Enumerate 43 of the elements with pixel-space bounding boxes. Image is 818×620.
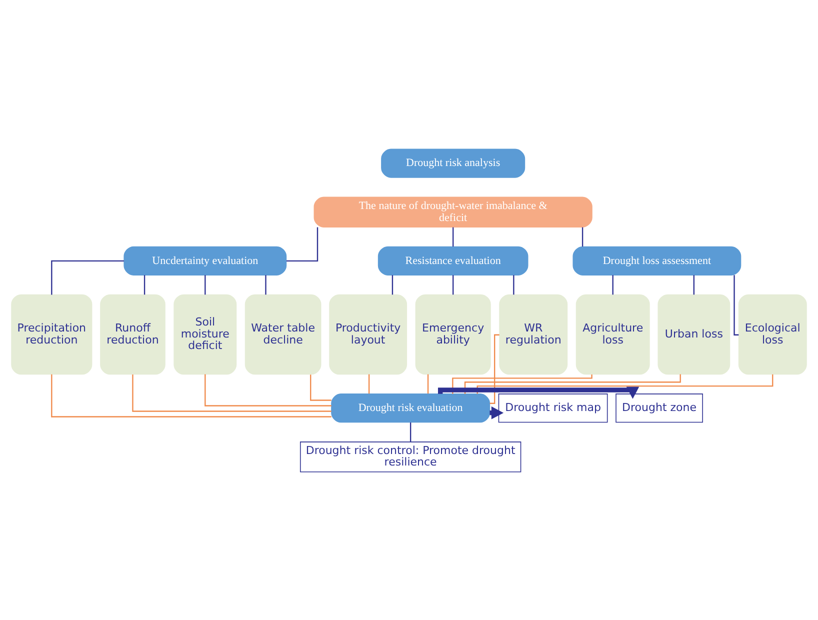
node-box: Soil moisture deficit: [174, 294, 237, 374]
node-box: Precipitation reduction: [11, 294, 92, 374]
connector: [734, 274, 739, 335]
connector: [452, 226, 454, 246]
connector: [310, 374, 332, 400]
connector: [204, 274, 206, 294]
connector: [51, 260, 124, 294]
connector: [452, 274, 454, 294]
connector: [368, 374, 370, 394]
node-box: Drought risk analysis: [381, 148, 526, 178]
connector: [464, 374, 681, 394]
node-box: Drought risk evaluation: [331, 393, 490, 422]
connector: [427, 374, 429, 394]
node-box: Emergency ability: [415, 294, 491, 374]
node-box: Drought risk map: [498, 393, 608, 422]
node-box: Drought loss assessment: [572, 246, 742, 275]
connector: [392, 274, 394, 294]
connector: [452, 374, 592, 394]
node-box: Uncdertainty evaluation: [124, 246, 287, 275]
connector: [612, 274, 614, 294]
node-box: Resistance evaluation: [378, 246, 528, 275]
connector: [132, 374, 332, 412]
connector: [204, 374, 332, 406]
node-box: Drought risk control: Promote drought resilience: [300, 441, 522, 472]
connector: [693, 274, 695, 294]
node-box: The nature of drought-water imabalance & deficit: [314, 196, 592, 227]
node-box: Drought zone: [616, 393, 703, 422]
connector: [51, 374, 332, 417]
node-box: Water table decline: [244, 294, 322, 374]
node-box: Ecological loss: [738, 294, 807, 374]
connector: [410, 422, 412, 442]
connector: [144, 274, 146, 294]
connector: [490, 334, 500, 404]
node-box: Urban loss: [658, 294, 730, 374]
node-box: Productivity layout: [329, 294, 408, 374]
connector: [265, 274, 266, 294]
connector: [513, 274, 514, 294]
node-box: Agriculture loss: [576, 294, 650, 374]
node-box: WR regulation: [499, 294, 568, 374]
node-box: Runoff reduction: [100, 294, 166, 374]
connector: [582, 226, 584, 246]
connector: [286, 226, 318, 261]
arrow: [438, 386, 640, 398]
